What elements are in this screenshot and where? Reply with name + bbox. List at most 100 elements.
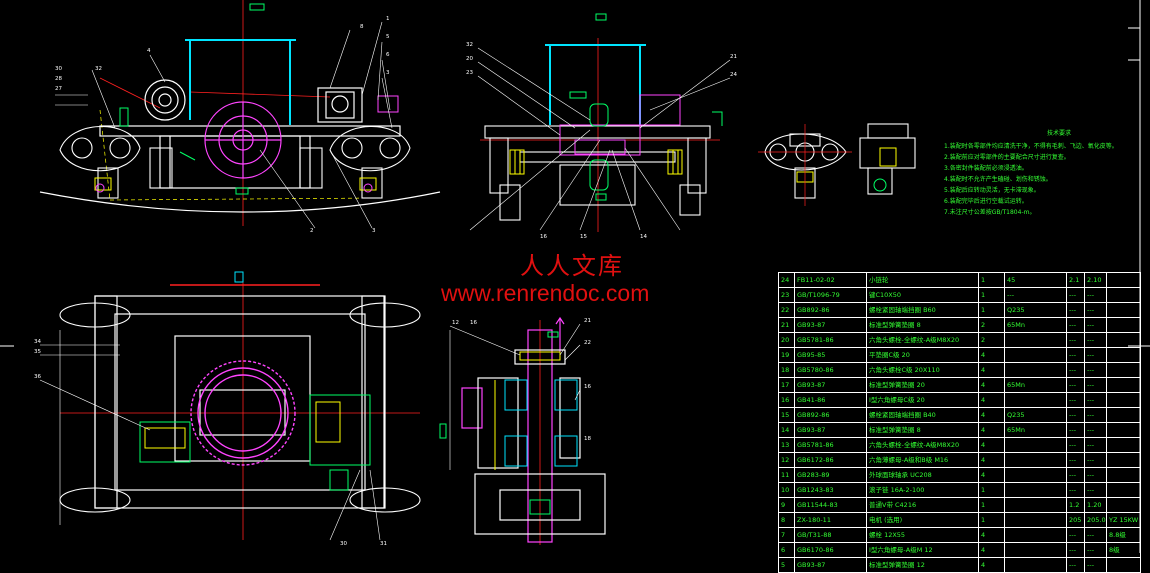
note-line: 4.装配时不允许产生磕碰、划伤和锈蚀。 <box>944 176 1052 183</box>
balloon-label: 20 <box>466 56 473 62</box>
bom-cell-w1: --- <box>1066 287 1085 303</box>
bom-cell-qty: 4 <box>978 437 1005 453</box>
shaft-section-view: 12 16 21 22 16 18 <box>439 316 606 545</box>
bom-cell-qty: 1 <box>978 287 1005 303</box>
balloon-label: 1 <box>386 16 390 22</box>
bom-cell-no: 22 <box>778 302 795 318</box>
bom-cell-w1: 1.2 <box>1066 497 1085 513</box>
bom-cell-qty: 4 <box>978 347 1005 363</box>
bom-cell-code: GB6172-86 <box>794 452 867 468</box>
bom-cell-note: 8级 <box>1106 542 1141 558</box>
bom-cell-no: 14 <box>778 422 795 438</box>
bom-cell-note <box>1106 287 1141 303</box>
balloon-label: 31 <box>380 541 387 547</box>
bom-cell-mat: 45 <box>1004 272 1067 288</box>
bom-cell-mat <box>1004 392 1067 408</box>
bom-cell-no: 24 <box>778 272 795 288</box>
bom-cell-name: 标准型弹簧垫圈 12 <box>866 557 979 573</box>
bom-cell-note <box>1106 407 1141 423</box>
note-line: 7.未注尺寸公差按GB/T1804-m。 <box>944 209 1036 216</box>
bom-cell-qty: 4 <box>978 407 1005 423</box>
bom-cell-no: 18 <box>778 362 795 378</box>
bom-cell-code: GB93-87 <box>794 557 867 573</box>
bom-cell-note <box>1106 497 1141 513</box>
bom-cell-qty: 4 <box>978 377 1005 393</box>
bom-cell-qty: 4 <box>978 467 1005 483</box>
bom-cell-w1: --- <box>1066 557 1085 573</box>
bom-cell-w1: --- <box>1066 422 1085 438</box>
bom-cell-mat: 65Mn <box>1004 317 1067 333</box>
bom-cell-w1: --- <box>1066 332 1085 348</box>
bom-cell-w2: --- <box>1084 317 1107 333</box>
bom-cell-name: 六角头螺栓-全螺纹-A级M8X20 <box>866 437 979 453</box>
balloon-label: 30 <box>340 541 347 547</box>
bom-cell-w2: --- <box>1084 542 1107 558</box>
bom-cell-qty: 2 <box>978 332 1005 348</box>
bom-cell-w2: --- <box>1084 347 1107 363</box>
bom-cell-code: GB6170-86 <box>794 542 867 558</box>
bom-cell-note <box>1106 437 1141 453</box>
bom-cell-no: 20 <box>778 332 795 348</box>
balloon-label: 15 <box>580 234 587 240</box>
balloon-label: 32 <box>95 66 102 72</box>
bom-cell-w2: --- <box>1084 527 1107 543</box>
bom-cell-w1: --- <box>1066 452 1085 468</box>
balloon-label: 12 <box>452 320 459 326</box>
balloon-label: 36 <box>34 374 41 380</box>
bom-cell-code: GB11544-83 <box>794 497 867 513</box>
bom-cell-mat <box>1004 467 1067 483</box>
bom-cell-code: GB5781-86 <box>794 437 867 453</box>
bom-cell-code: GB/T31-88 <box>794 527 867 543</box>
bom-cell-w1: --- <box>1066 317 1085 333</box>
bom-cell-w1: 2.1 <box>1066 272 1085 288</box>
bom-cell-name: 标准型弹簧垫圈 8 <box>866 317 979 333</box>
bom-cell-name: 螺栓紧固轴端挡圈 B60 <box>866 302 979 318</box>
bom-cell-qty: 4 <box>978 542 1005 558</box>
bom-cell-mat <box>1004 452 1067 468</box>
bom-cell-w2: 1.20 <box>1084 497 1107 513</box>
balloon-label: 14 <box>640 234 647 240</box>
balloon-label: 22 <box>584 340 591 346</box>
balloon-label: 24 <box>730 72 737 78</box>
bom-cell-mat <box>1004 482 1067 498</box>
bom-cell-w2: 2.10 <box>1084 272 1107 288</box>
bom-cell-qty: 4 <box>978 422 1005 438</box>
note-line: 3.各密封件装配前必须浸透油。 <box>944 165 1028 172</box>
bom-cell-qty: 2 <box>978 317 1005 333</box>
bom-cell-note <box>1106 362 1141 378</box>
bom-cell-note <box>1106 452 1141 468</box>
bom-cell-w2: --- <box>1084 437 1107 453</box>
bom-cell-name: 六角薄螺母-A级和B级 M16 <box>866 452 979 468</box>
balloon-label: 32 <box>466 42 473 48</box>
bom-cell-no: 6 <box>778 542 795 558</box>
balloon-label: 3 <box>386 70 390 76</box>
bom-cell-w2: --- <box>1084 467 1107 483</box>
note-line: 2.装配前应对零部件的主要配合尺寸进行复查。 <box>944 154 1070 161</box>
bom-cell-w2: --- <box>1084 377 1107 393</box>
bom-cell-no: 7 <box>778 527 795 543</box>
bom-cell-qty: 1 <box>978 272 1005 288</box>
balloon-label: 5 <box>386 34 390 40</box>
bom-cell-note: 8.8级 <box>1106 527 1141 543</box>
bom-cell-mat <box>1004 527 1067 543</box>
bom-cell-no: 12 <box>778 452 795 468</box>
technical-requirements: 技术要求 1.装配时各零部件均应清洗干净，不得有毛刺、飞边、氧化皮等。 2.装配… <box>944 128 1134 218</box>
balloon-label: 4 <box>147 48 151 54</box>
bom-cell-mat <box>1004 347 1067 363</box>
note-line: 5.装配后应转动灵活，无卡滞现象。 <box>944 187 1040 194</box>
bom-cell-no: 13 <box>778 437 795 453</box>
bom-cell-w2: --- <box>1084 332 1107 348</box>
bom-cell-w2: --- <box>1084 557 1107 573</box>
bom-cell-mat: 65Mn <box>1004 422 1067 438</box>
bom-cell-qty: 1 <box>978 497 1005 513</box>
bom-cell-w1: --- <box>1066 542 1085 558</box>
bom-cell-w1: --- <box>1066 392 1085 408</box>
bom-cell-no: 11 <box>778 467 795 483</box>
bom-cell-w2: --- <box>1084 422 1107 438</box>
